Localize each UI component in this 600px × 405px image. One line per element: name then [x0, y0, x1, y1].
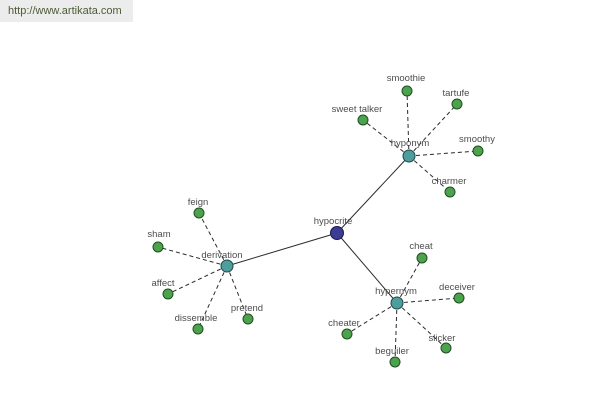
node-label-slicker: slicker [429, 333, 456, 344]
graph-edge-hypernym-cheat [396, 257, 423, 304]
node-label-sham: sham [147, 229, 170, 240]
node-derivation[interactable] [220, 259, 234, 273]
graph-edge-hypocrite-hyponym [336, 155, 410, 234]
node-label-tartufe: tartufe [443, 88, 470, 99]
node-label-hyponym: hyponym [391, 138, 430, 149]
node-hypocrite[interactable] [330, 226, 344, 240]
node-charmer[interactable] [444, 186, 456, 198]
graph-edge-hypernym-cheater [346, 302, 398, 335]
node-cheater[interactable] [341, 328, 353, 340]
node-label-smoothie: smoothie [387, 73, 426, 84]
graph-edge-derivation-affect [167, 265, 228, 295]
url-label: http://www.artikata.com [8, 5, 122, 17]
node-label-dissemble: dissemble [175, 313, 218, 324]
node-label-cheat: cheat [409, 241, 433, 252]
node-smoothie[interactable] [401, 85, 413, 97]
node-label-deceiver: deceiver [439, 282, 475, 293]
graph-edge-hyponym-smoothie [406, 90, 410, 157]
node-label-charmer: charmer [432, 176, 467, 187]
graph-edge-hyponym-smoothy [408, 150, 479, 157]
node-tartufe[interactable] [451, 98, 463, 110]
node-deceiver[interactable] [453, 292, 465, 304]
node-dissemble[interactable] [192, 323, 204, 335]
node-sham[interactable] [152, 241, 164, 253]
node-label-beguiler: beguiler [375, 346, 409, 357]
node-hypernym[interactable] [390, 296, 404, 310]
node-label-smoothy: smoothy [459, 134, 495, 145]
node-label-affect: affect [151, 278, 174, 289]
node-smoothy[interactable] [472, 145, 484, 157]
node-beguiler[interactable] [389, 356, 401, 368]
node-feign[interactable] [193, 207, 205, 219]
graph-edge-derivation-feign [198, 212, 228, 267]
graph-edge-hypernym-beguiler [394, 302, 398, 363]
node-label-cheater: cheater [328, 318, 360, 329]
node-label-hypernym: hypernym [375, 286, 417, 297]
node-pretend[interactable] [242, 313, 254, 325]
node-label-derivation: derivation [201, 250, 242, 261]
graph-edge-hypocrite-derivation [226, 232, 338, 267]
node-cheat[interactable] [416, 252, 428, 264]
node-label-pretend: pretend [231, 303, 263, 314]
node-slicker[interactable] [440, 342, 452, 354]
node-affect[interactable] [162, 288, 174, 300]
graph-edge-derivation-dissemble [197, 265, 228, 330]
node-label-feign: feign [188, 197, 209, 208]
graph-edge-derivation-pretend [226, 265, 249, 320]
graph-edge-derivation-sham [157, 246, 228, 267]
graph-edge-hyponym-tartufe [408, 103, 458, 157]
node-sweet-talker[interactable] [357, 114, 369, 126]
node-label-hypocrite: hypocrite [314, 216, 353, 227]
node-label-sweet-talker: sweet talker [332, 104, 383, 115]
url-watermark: http://www.artikata.com [0, 0, 133, 22]
graph-edge-hyponym-sweet-talker [362, 119, 410, 157]
graph-edge-hypernym-deceiver [396, 297, 460, 304]
graph-edge-hyponym-charmer [408, 155, 451, 193]
node-hyponym[interactable] [402, 149, 416, 163]
graph-edge-hypocrite-hypernym [336, 232, 398, 304]
